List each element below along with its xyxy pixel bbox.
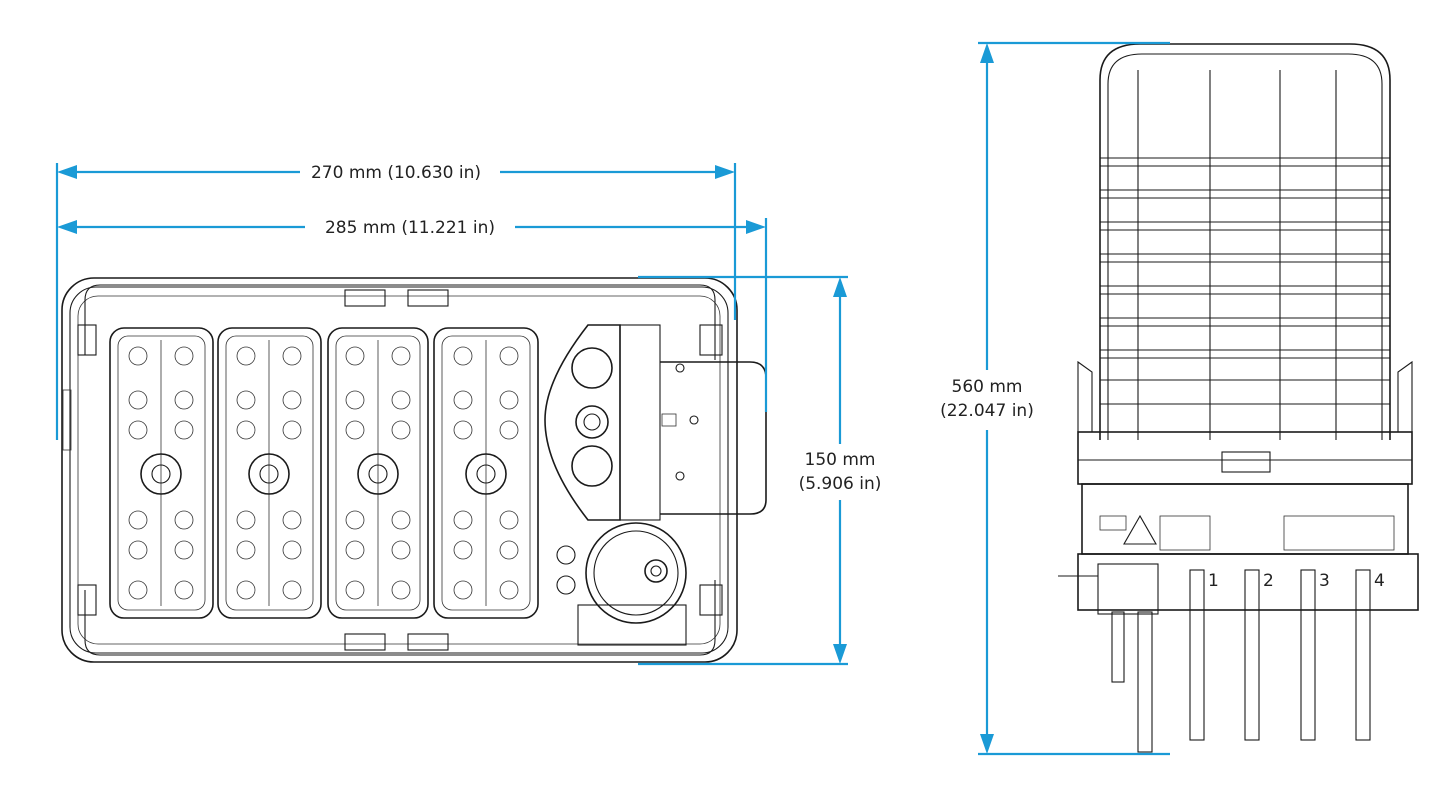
splice-tray-4 (433, 327, 539, 619)
side-view-closure (1058, 43, 1419, 753)
port-label-4: 4 (1374, 571, 1385, 591)
top-view-closure (61, 277, 767, 663)
dimension-label-width-inner: 270 mm (10.630 in) (311, 163, 481, 183)
splice-tray-3 (327, 327, 429, 619)
port-label-3: 3 (1319, 571, 1330, 591)
port-label-2: 2 (1263, 571, 1274, 591)
dimension-lines-side-view (978, 41, 1170, 756)
dimension-label-depth-in: (5.906 in) (799, 474, 882, 494)
splice-tray-2 (217, 327, 322, 619)
cable-port-block (544, 324, 767, 521)
dimension-label-height-in: (22.047 in) (940, 401, 1034, 421)
dimension-label-width-outer: 285 mm (11.221 in) (325, 218, 495, 238)
dimension-label-depth-mm: 150 mm (805, 450, 876, 470)
dimension-lines-top-view (55, 163, 848, 666)
splice-tray-1 (109, 327, 214, 619)
port-label-1: 1 (1208, 571, 1219, 591)
round-valve (556, 522, 687, 646)
dimension-label-height-mm: 560 mm (952, 377, 1023, 397)
